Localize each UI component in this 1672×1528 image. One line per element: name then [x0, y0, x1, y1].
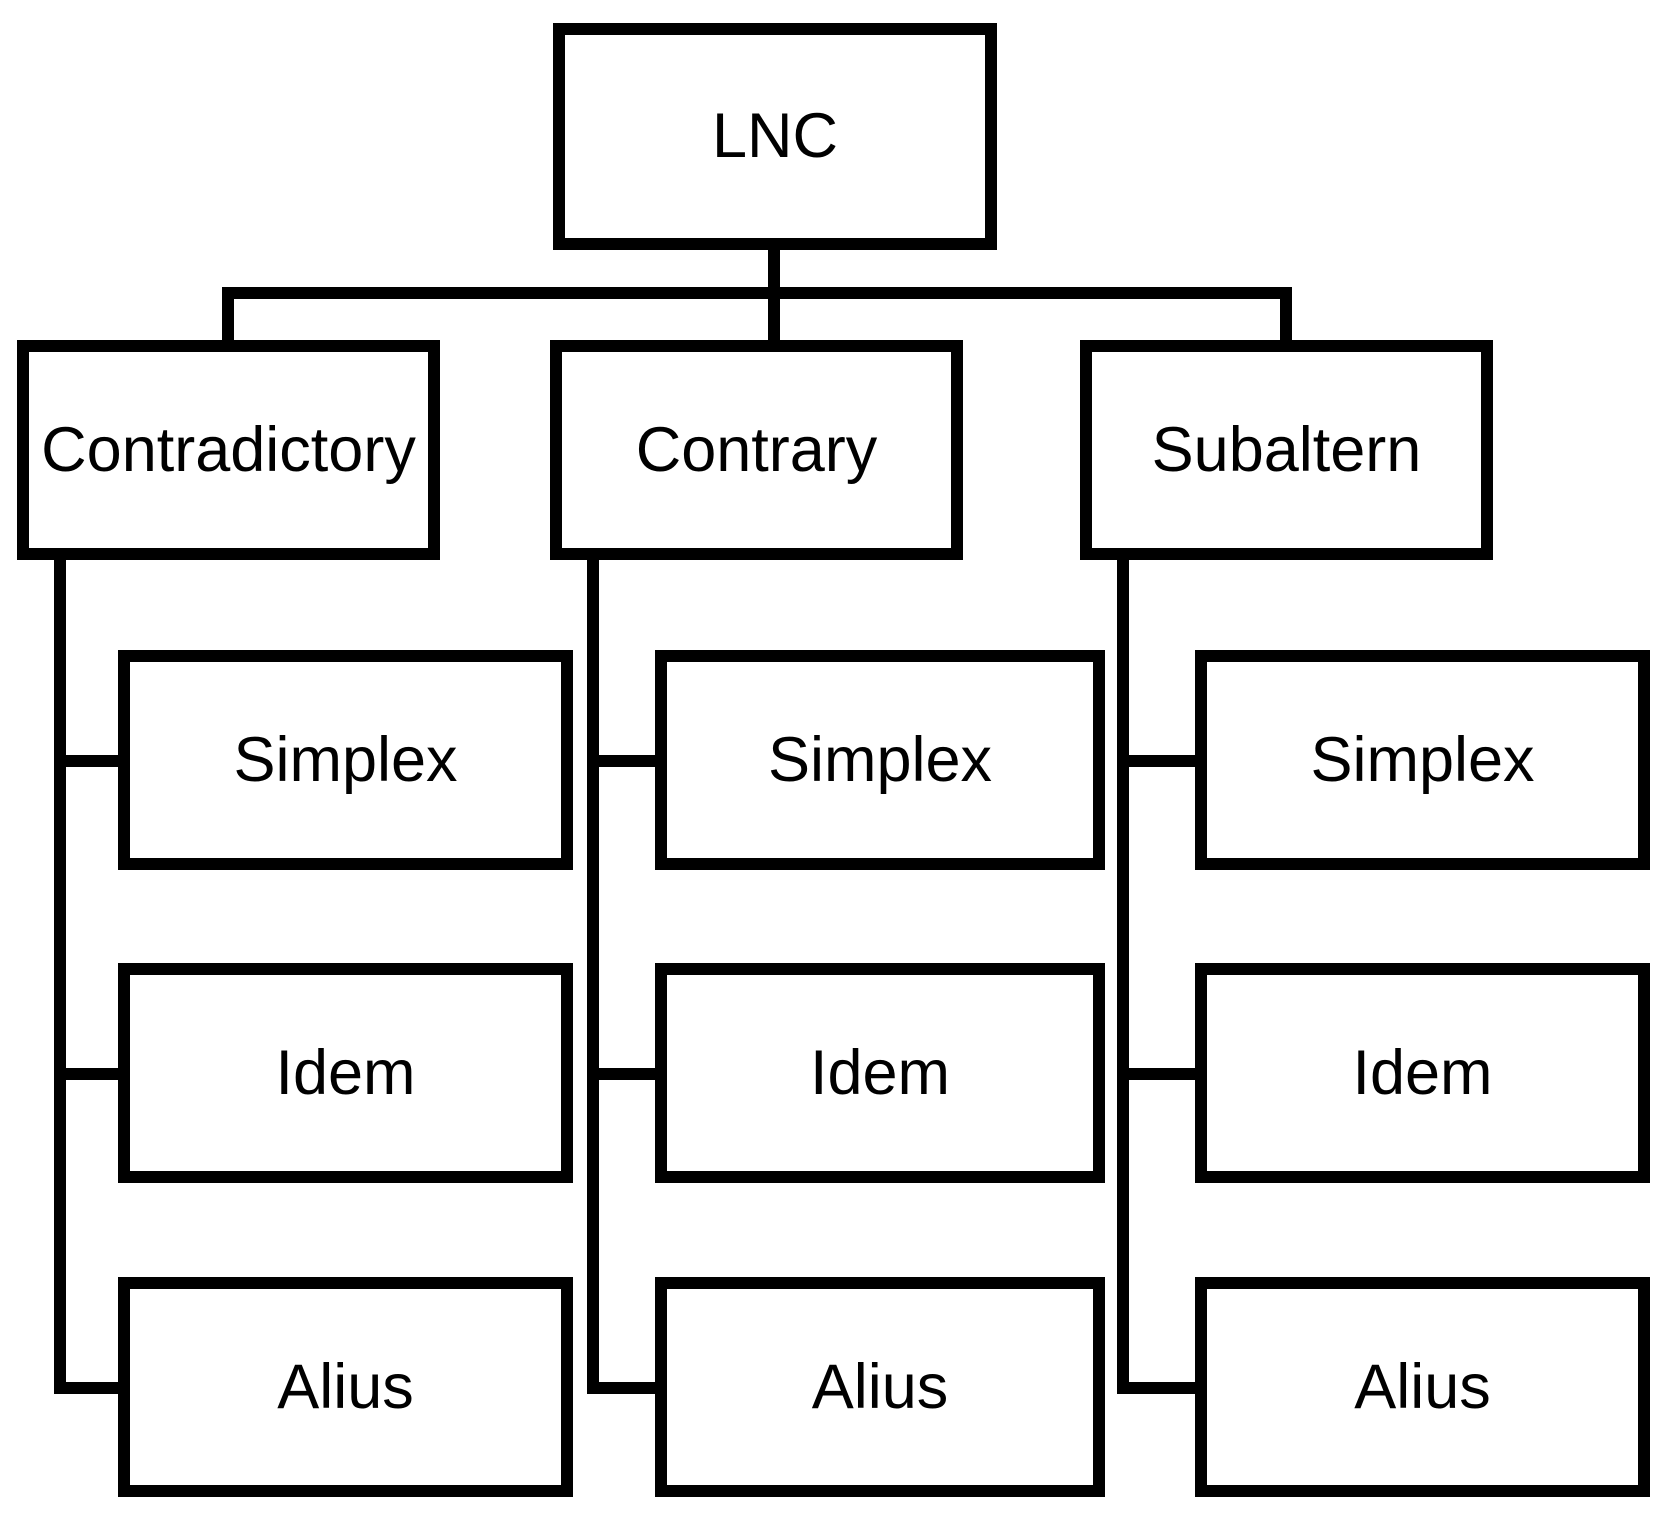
connector-stub-subaltern-simplex	[1117, 755, 1207, 767]
node-contrary-alius: Alius	[655, 1277, 1105, 1497]
node-lnc-label: LNC	[711, 101, 839, 171]
connector-drop-contrary	[768, 287, 780, 345]
node-label: Simplex	[233, 724, 458, 795]
connector-root-stub	[768, 245, 780, 300]
node-subaltern-idem: Idem	[1195, 963, 1650, 1183]
node-contradictory-simplex: Simplex	[118, 650, 573, 870]
connector-vertical-contradictory	[54, 552, 66, 1394]
connector-drop-contradictory	[222, 287, 234, 345]
node-contrary-simplex: Simplex	[655, 650, 1105, 870]
node-contrary-idem: Idem	[655, 963, 1105, 1183]
node-label: Alius	[277, 1351, 414, 1422]
node-lnc: LNC	[553, 23, 997, 250]
node-label: Idem	[1352, 1037, 1493, 1108]
connector-stub-contrary-simplex	[587, 755, 667, 767]
connector-stub-subaltern-idem	[1117, 1068, 1207, 1080]
connector-stub-contradictory-simplex	[54, 755, 130, 767]
node-label: Alius	[1354, 1351, 1491, 1422]
connector-stub-contradictory-idem	[54, 1068, 130, 1080]
connector-drop-subaltern	[1280, 287, 1292, 345]
node-contradictory-idem: Idem	[118, 963, 573, 1183]
connector-stub-subaltern-alius	[1117, 1382, 1207, 1394]
node-label: Idem	[809, 1037, 951, 1108]
node-label: Simplex	[1310, 724, 1535, 795]
node-contradictory-label: Contradictory	[41, 414, 416, 485]
connector-stub-contrary-idem	[587, 1068, 667, 1080]
node-contradictory: Contradictory	[17, 340, 440, 560]
node-contradictory-alius: Alius	[118, 1277, 573, 1497]
node-subaltern-simplex: Simplex	[1195, 650, 1650, 870]
node-contrary-label: Contrary	[635, 414, 878, 485]
node-contrary: Contrary	[550, 340, 963, 560]
connector-stub-contradictory-alius	[54, 1382, 130, 1394]
node-subaltern-alius: Alius	[1195, 1277, 1650, 1497]
node-label: Alius	[811, 1351, 949, 1422]
node-label: Idem	[275, 1037, 416, 1108]
node-subaltern-label: Subaltern	[1151, 414, 1422, 485]
connector-stub-contrary-alius	[587, 1382, 667, 1394]
connector-vertical-subaltern	[1117, 552, 1129, 1394]
connector-vertical-contrary	[587, 552, 599, 1394]
connector-bus	[222, 287, 1292, 299]
node-subaltern: Subaltern	[1080, 340, 1493, 560]
node-label: Simplex	[767, 724, 993, 795]
